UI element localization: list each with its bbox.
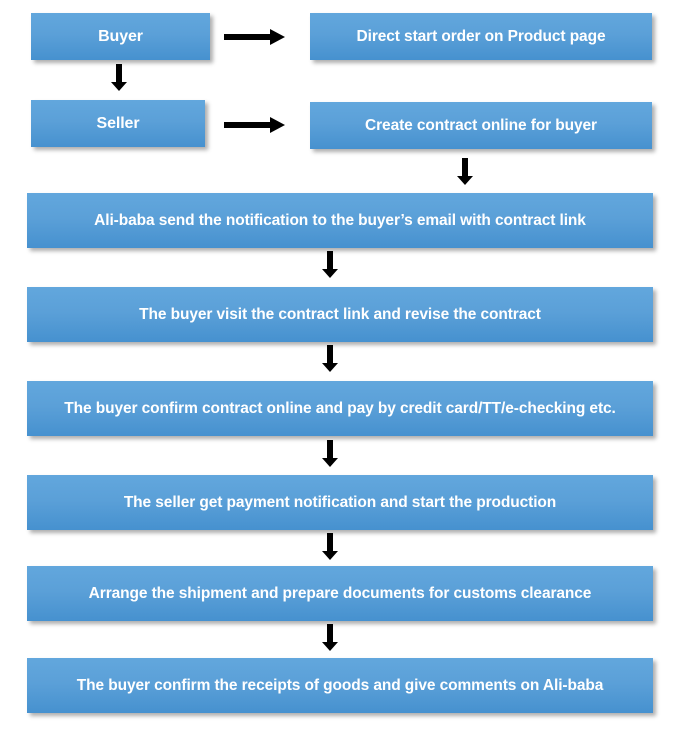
connector-arrange-to-confirm-receipt [321,624,339,652]
node-visit-link[interactable]: The buyer visit the contract link and re… [27,287,653,342]
connector-create-contract-to-notification [456,158,474,186]
node-buyer-label: Buyer [98,27,143,45]
node-create-contract-label: Create contract online for buyer [365,116,597,134]
node-confirm-receipt[interactable]: The buyer confirm the receipts of goods … [27,658,653,713]
connector-buyer-to-seller [110,64,128,92]
node-confirm-and-pay[interactable]: The buyer confirm contract online and pa… [27,381,653,436]
node-buyer[interactable]: Buyer [31,13,210,60]
node-visit-link-label: The buyer visit the contract link and re… [139,305,541,323]
node-direct-start-order[interactable]: Direct start order on Product page [310,13,652,60]
node-seller-label: Seller [96,114,140,132]
node-send-notification-label: Ali-baba send the notification to the bu… [94,211,586,229]
node-arrange-shipment[interactable]: Arrange the shipment and prepare documen… [27,566,653,621]
connector-buyer-to-direct-start [224,28,286,46]
connector-visit-link-to-confirm-pay [321,345,339,373]
connector-notification-to-visit-link [321,251,339,279]
node-payment-notification-label: The seller get payment notification and … [123,493,557,511]
node-confirm-receipt-label: The buyer confirm the receipts of goods … [76,676,604,694]
node-create-contract[interactable]: Create contract online for buyer [310,102,652,149]
node-confirm-and-pay-label: The buyer confirm contract online and pa… [64,399,616,417]
connector-seller-to-create-contract [224,116,286,134]
node-payment-notification[interactable]: The seller get payment notification and … [27,475,653,530]
connector-confirm-pay-to-payment-notice [321,440,339,468]
node-arrange-shipment-label: Arrange the shipment and prepare documen… [88,584,592,602]
connector-payment-notice-to-arrange [321,533,339,561]
node-direct-start-order-label: Direct start order on Product page [356,27,606,45]
node-send-notification[interactable]: Ali-baba send the notification to the bu… [27,193,653,248]
node-seller[interactable]: Seller [31,100,205,147]
